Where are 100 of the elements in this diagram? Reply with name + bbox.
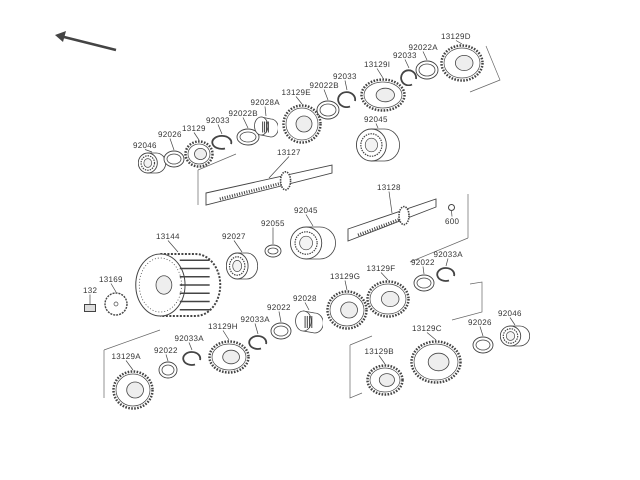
bearing-drawing [226, 252, 258, 280]
leader-line [376, 68, 384, 78]
gear-drawing [184, 140, 214, 168]
callout-number: 92022B [310, 80, 339, 90]
leader-line [388, 191, 392, 214]
callout-number: 92055 [261, 218, 285, 228]
drum-drawing [134, 252, 222, 318]
pin-icon [448, 204, 455, 211]
callout-number: 13129G [330, 272, 360, 280]
leader-line [222, 330, 230, 340]
washer-drawing [270, 322, 292, 340]
leader-line [170, 138, 174, 150]
leader-line [404, 59, 410, 68]
washer-drawing [158, 361, 178, 379]
leader-line [272, 227, 274, 244]
washer-drawing [413, 274, 435, 292]
callout-number: 13129C [412, 324, 442, 332]
washer-drawing [472, 336, 494, 354]
leader-line [480, 326, 484, 336]
callout-number: 92033 [333, 72, 357, 80]
callout-number: 92028A [250, 98, 280, 106]
callout-number: 13127 [277, 148, 301, 156]
callout-number: 13129B [364, 346, 394, 356]
circlip-drawing [400, 68, 418, 86]
callout-number: 132 [83, 286, 98, 294]
callout-number: 92033 [393, 50, 417, 60]
gear-drawing [440, 44, 484, 82]
callout-number: 92026 [158, 130, 182, 138]
callout-number: 92046 [133, 140, 157, 150]
washer-drawing [163, 150, 185, 168]
callout-number: 92028 [293, 294, 317, 302]
callout-number: 92022 [411, 258, 435, 266]
callout-number: 13129A [112, 352, 141, 360]
leader-line [306, 214, 314, 226]
leader-line [242, 117, 248, 128]
leader-line [168, 240, 178, 252]
leader-line [456, 40, 462, 44]
callout-number: 13129D [441, 32, 471, 40]
callout-number: 92033A [240, 314, 270, 324]
gear-drawing [282, 104, 322, 144]
washer-drawing [316, 100, 340, 120]
callout-number: 13129E [282, 88, 311, 96]
gear-drawing [366, 364, 404, 396]
needle-bearing-drawing [295, 310, 323, 334]
callout-number: 92033 [206, 116, 230, 124]
bearing-drawing [500, 325, 530, 347]
callout-number: 13144 [156, 232, 180, 240]
callout-number: 92022B [228, 108, 258, 118]
callout-number: 92026 [468, 318, 492, 326]
leader-line [510, 317, 516, 326]
leader-line [422, 266, 424, 274]
callout-number: 92045 [364, 114, 388, 124]
circlip-drawing [436, 266, 456, 282]
bearing-drawing [138, 152, 166, 174]
washer-drawing [415, 60, 439, 80]
circlip-drawing [211, 134, 233, 150]
callout-number: 13129I [364, 60, 390, 68]
leader-line [451, 210, 452, 217]
callout-number: 600 [445, 216, 460, 226]
leader-line [234, 240, 242, 252]
gear-drawing [112, 370, 154, 410]
leader-line [376, 123, 378, 128]
leader-line [194, 132, 200, 140]
callout-number: 92045 [294, 206, 318, 214]
callout-number: 13169 [99, 274, 123, 284]
callout-number: 92022A [408, 42, 438, 52]
leader-line [426, 332, 436, 340]
leader-line [304, 302, 310, 310]
leader-line [378, 355, 386, 364]
plate-drawing [104, 292, 128, 316]
washer-drawing [236, 128, 260, 146]
callout-number: 13129F [366, 264, 396, 272]
needle-bearing-drawing [254, 116, 278, 138]
gear-drawing [410, 340, 462, 384]
leader-line [110, 283, 116, 292]
gear-drawing [360, 78, 406, 112]
washer-drawing [264, 244, 282, 258]
callout-number: 92022 [267, 302, 291, 312]
bearing-drawing [290, 226, 336, 260]
leader-line [126, 360, 134, 370]
leader-line [324, 89, 328, 100]
leader-line [344, 280, 348, 290]
gear-drawing [208, 340, 250, 374]
leader-line [344, 80, 348, 90]
callout-number: 13128 [377, 182, 401, 192]
leader-line [166, 354, 168, 362]
leader-line [254, 323, 258, 334]
leader-line [264, 106, 266, 116]
leader-line [296, 96, 302, 104]
gear-drawing [366, 280, 410, 318]
callout-number: 92033A [174, 334, 204, 342]
callout-number: 92027 [222, 232, 246, 240]
bolt-icon [84, 304, 96, 312]
leader-line [188, 342, 192, 350]
gear-drawing [326, 290, 368, 330]
callout-number: 92046 [498, 308, 522, 318]
callout-number: 13129H [208, 322, 238, 330]
leader-line [422, 51, 428, 60]
callout-number: 92022 [154, 346, 178, 354]
leader-line [278, 311, 282, 322]
